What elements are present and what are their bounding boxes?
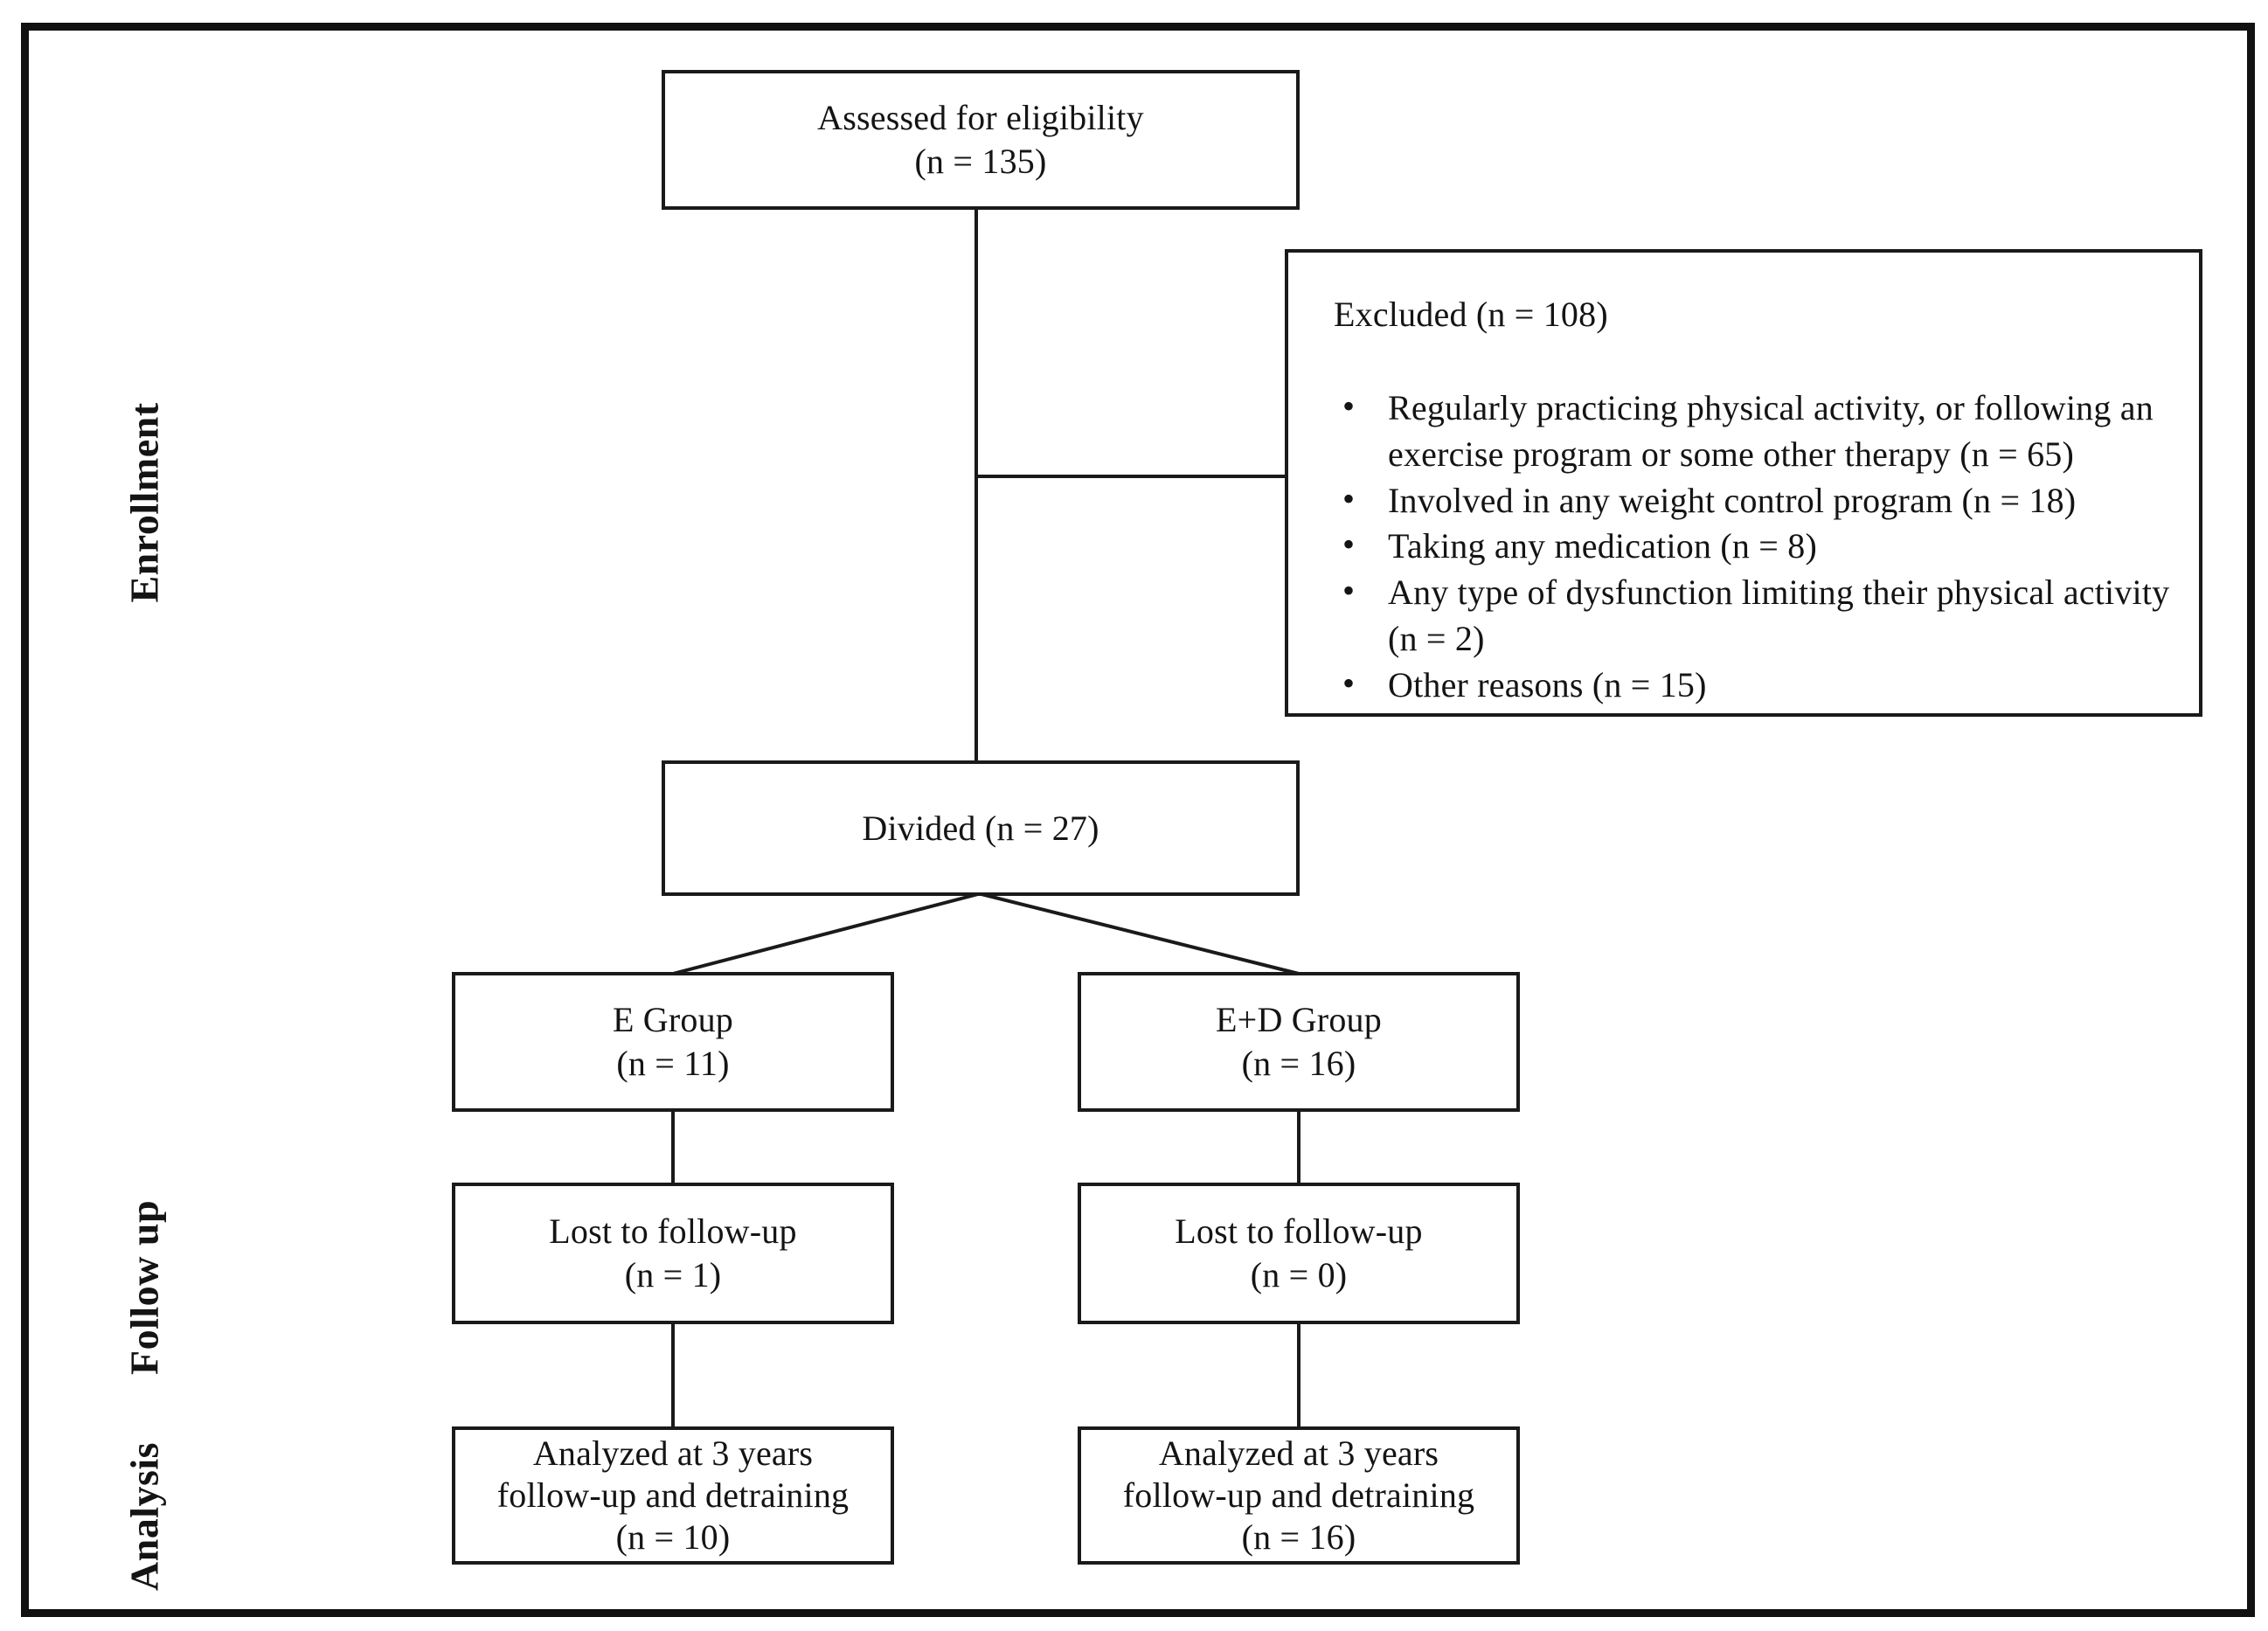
lost-to-follow-up-e-box: Lost to follow-up (n = 1) xyxy=(452,1183,894,1324)
connector-divided-to-ed-group xyxy=(981,892,1300,975)
divided-label: Divided (n = 27) xyxy=(862,808,1099,848)
assessed-for-eligibility-box: Assessed for eligibility (n = 135) xyxy=(662,70,1300,210)
e-group-box: E Group (n = 11) xyxy=(452,972,894,1112)
lost-to-follow-up-ed-box: Lost to follow-up (n = 0) xyxy=(1078,1183,1520,1324)
divided-box: Divided (n = 27) xyxy=(662,760,1300,896)
e-group-label: E Group xyxy=(612,1000,734,1039)
excluded-box: Excluded (n = 108) Regularly practicing … xyxy=(1285,249,2202,717)
ed-group-count: (n = 16) xyxy=(1241,1044,1356,1083)
analyzed-ed-count: (n = 16) xyxy=(1241,1517,1356,1557)
excluded-reason-item: Any type of dysfunction limiting their p… xyxy=(1334,568,2173,663)
excluded-reason-item: Involved in any weight control program (… xyxy=(1334,476,2173,524)
analyzed-e-box: Analyzed at 3 years follow-up and detrai… xyxy=(452,1426,894,1565)
excluded-reason-item: Regularly practicing physical activity, … xyxy=(1334,384,2173,478)
lost-ed-label: Lost to follow-up xyxy=(1175,1211,1423,1251)
excluded-reason-item: Taking any medication (n = 8) xyxy=(1334,522,2173,570)
assessed-count: (n = 135) xyxy=(914,142,1047,181)
lost-ed-count: (n = 0) xyxy=(1250,1255,1348,1294)
lost-e-label: Lost to follow-up xyxy=(549,1211,797,1251)
analyzed-ed-box: Analyzed at 3 years follow-up and detrai… xyxy=(1078,1426,1520,1565)
lost-e-count: (n = 1) xyxy=(624,1255,722,1294)
e-group-count: (n = 11) xyxy=(616,1044,730,1083)
excluded-reason-list: Regularly practicing physical activity, … xyxy=(1334,384,2173,709)
excluded-reason-item: Other reasons (n = 15) xyxy=(1334,661,2173,709)
analyzed-e-line2: follow-up and detraining xyxy=(496,1475,850,1515)
excluded-title: Excluded (n = 108) xyxy=(1334,295,1608,334)
analyzed-e-count: (n = 10) xyxy=(615,1517,731,1557)
connector-divided-to-e-group xyxy=(672,892,979,975)
analyzed-e-line1: Analyzed at 3 years xyxy=(532,1433,814,1473)
ed-group-box: E+D Group (n = 16) xyxy=(1078,972,1520,1112)
ed-group-label: E+D Group xyxy=(1216,1000,1382,1039)
analyzed-ed-line2: follow-up and detraining xyxy=(1122,1475,1475,1515)
analyzed-ed-line1: Analyzed at 3 years xyxy=(1158,1433,1439,1473)
assessed-label: Assessed for eligibility xyxy=(817,98,1144,137)
